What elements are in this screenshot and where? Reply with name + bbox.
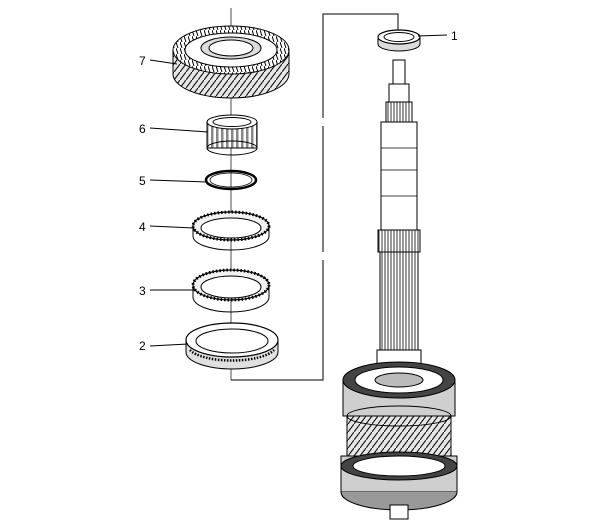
gear-cluster-assembly bbox=[340, 361, 458, 520]
snap-ring-part bbox=[204, 169, 258, 191]
blocker-ring-upper-part bbox=[191, 210, 271, 251]
helical-gear-part bbox=[172, 25, 290, 99]
callout-5: 5 bbox=[139, 174, 146, 188]
synchronizer-cone-ring-part bbox=[185, 322, 279, 370]
callout-6: 6 bbox=[139, 122, 146, 136]
callout-2: 2 bbox=[139, 339, 146, 353]
callout-3: 3 bbox=[139, 284, 146, 298]
blocker-ring-lower-part bbox=[191, 268, 271, 313]
thrust-ring-part bbox=[377, 29, 421, 52]
callout-1: 1 bbox=[451, 29, 458, 43]
output-shaft bbox=[376, 59, 422, 373]
needle-bearing-part bbox=[206, 114, 258, 156]
leader-lines bbox=[149, 34, 448, 347]
callout-4: 4 bbox=[139, 220, 146, 234]
callout-7: 7 bbox=[139, 54, 146, 68]
callouts: 1 2 3 4 5 6 7 bbox=[139, 29, 458, 353]
